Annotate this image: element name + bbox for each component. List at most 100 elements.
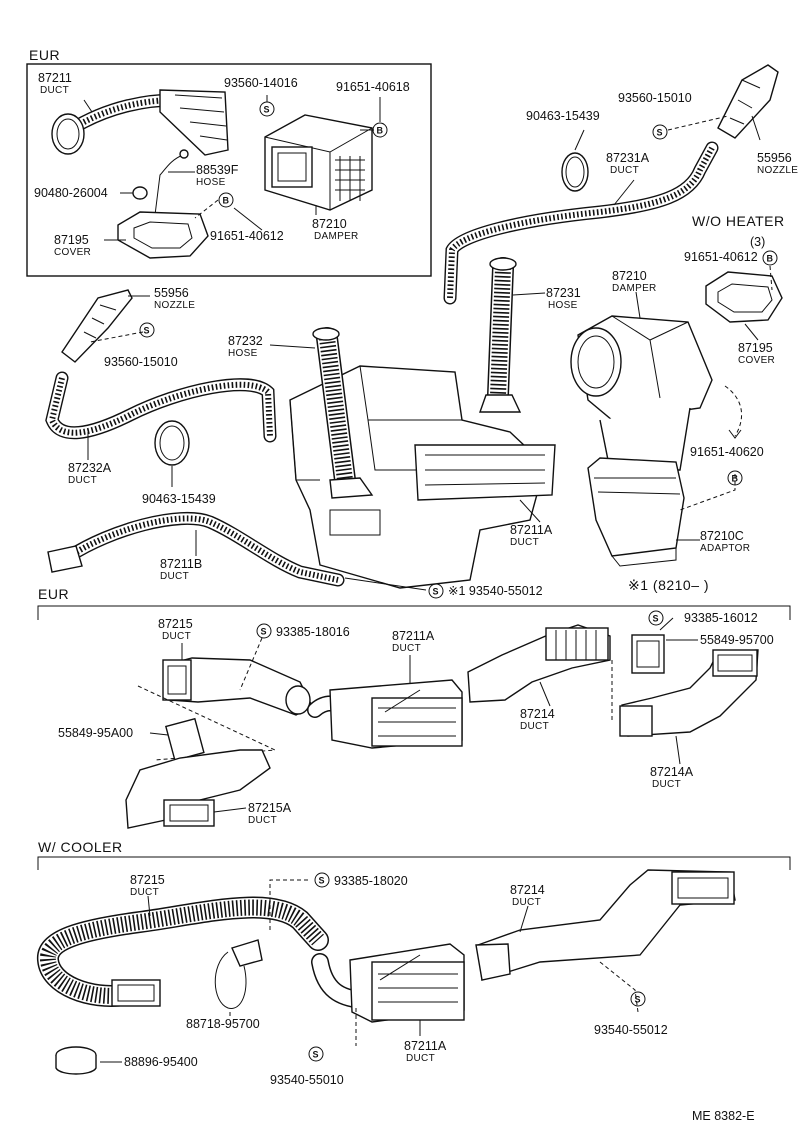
nozzle-left-ribs xyxy=(83,304,117,339)
svg-text:S: S xyxy=(264,105,270,115)
label-87215a: 87215A xyxy=(248,801,292,815)
label-87211b: 87211B xyxy=(160,557,202,571)
svg-text:S: S xyxy=(319,876,325,886)
leader-87215a xyxy=(213,807,247,813)
marker-s-93540-55012-top: S xyxy=(428,583,444,599)
label-55849-95a00: 55849-95A00 xyxy=(58,726,133,740)
svg-text:S: S xyxy=(261,627,267,637)
label-87214-cool-name: DUCT xyxy=(512,897,541,908)
label-87215-mid: 87215 xyxy=(158,617,193,631)
duct-87215a-drawing xyxy=(125,749,271,829)
label-87232: 87232 xyxy=(228,334,263,348)
dash-93560-15010-top xyxy=(667,115,729,131)
leader-87211a-top xyxy=(519,499,541,523)
duct-87214-cool-drawing xyxy=(475,869,736,981)
label-87211b-name: DUCT xyxy=(160,571,189,582)
label-87211a-cool-name: DUCT xyxy=(406,1053,435,1064)
label-87211a-mid: 87211A xyxy=(392,629,435,643)
hose-87231-drawing xyxy=(479,257,522,413)
marker-b-91651-40618: B xyxy=(372,122,388,138)
eur-mid-bracket xyxy=(37,605,791,620)
label-90480: 90480-26004 xyxy=(34,186,108,200)
label-88896: 88896-95400 xyxy=(124,1055,198,1069)
marker-s-93560-15010-left: S xyxy=(139,322,155,338)
label-55956-top: 55956 xyxy=(757,151,792,165)
grille-55849-95a00-drawing xyxy=(164,717,205,762)
footer-code: ME 8382-E xyxy=(692,1109,755,1123)
marker-s-93540-55012-cool: S xyxy=(630,991,646,1007)
label-87211a-cool: 87211A xyxy=(404,1039,447,1053)
leader-87214-mid xyxy=(539,681,551,707)
section-w-cooler: W/ COOLER xyxy=(38,839,123,855)
leader-87214a xyxy=(675,735,681,765)
label-93540-55012-cool: 93540-55012 xyxy=(594,1023,668,1037)
label-87232-name: HOSE xyxy=(228,348,258,359)
label-90463-top: 90463-15439 xyxy=(526,109,600,123)
marker-b-91651-40612-wo: B xyxy=(762,250,778,266)
svg-text:S: S xyxy=(653,614,659,624)
nozzle-55956-top-drawing xyxy=(717,64,779,139)
label-91651-40618: 91651-40618 xyxy=(336,80,410,94)
svg-text:S: S xyxy=(144,326,150,336)
clamp-88718-tab xyxy=(231,939,263,967)
label-93560-14016: 93560-14016 xyxy=(224,76,298,90)
label-87215-mid-name: DUCT xyxy=(162,631,191,642)
cover-87195-wo-drawing xyxy=(705,271,783,323)
label-93560-15010-top: 93560-15010 xyxy=(618,91,692,105)
section-wo-heater: W/O HEATER xyxy=(692,213,785,229)
label-87214a: 87214A xyxy=(650,765,694,779)
duct-87215-mid-drawing xyxy=(162,657,313,716)
label-55849-95700: 55849-95700 xyxy=(700,633,774,647)
label-93560-15010-left: 93560-15010 xyxy=(104,355,178,369)
hose-87232-drawing xyxy=(312,327,374,499)
grommet-90480-drawing xyxy=(132,186,148,200)
label-87210c: 87210C xyxy=(700,529,744,543)
label-87232a: 87232A xyxy=(68,461,112,475)
svg-text:S: S xyxy=(657,128,663,138)
hose-end xyxy=(179,149,189,159)
arrow-91651-40620 xyxy=(724,385,743,437)
leader-87232 xyxy=(269,344,316,349)
nozzle-ribs xyxy=(729,79,761,125)
duct-87211b-drawing xyxy=(47,511,345,587)
label-87211a-mid-name: DUCT xyxy=(392,643,421,654)
leader-87210 xyxy=(635,291,641,319)
section-eur-top: EUR xyxy=(29,47,60,63)
svg-text:B: B xyxy=(732,474,739,484)
label-87210: 87210 xyxy=(612,269,647,283)
duct-87214-mid-drawing xyxy=(467,624,611,703)
damper-87210-eur-drawing xyxy=(264,114,373,211)
label-87195-eur: 87195 xyxy=(54,233,89,247)
leader-87231a xyxy=(613,179,635,206)
marker-b-91651-40612-eur: B xyxy=(218,192,234,208)
clamp-90463-left-drawing xyxy=(154,420,190,466)
w-cooler-bracket xyxy=(37,856,791,870)
leader-93385-16012 xyxy=(659,617,674,631)
label-55956-left: 55956 xyxy=(154,286,189,300)
leader-91651-40612-eur xyxy=(233,207,263,231)
label-87211-name: DUCT xyxy=(40,85,69,96)
duct-87232a-drawing xyxy=(45,371,277,443)
label-87215-cool: 87215 xyxy=(130,873,165,887)
label-87215-cool-name: DUCT xyxy=(130,887,159,898)
label-88539f: 88539F xyxy=(196,163,239,177)
label-87210c-name: ADAPTOR xyxy=(700,543,750,554)
label-87195-eur-name: COVER xyxy=(54,247,91,258)
heater-unit-drawing xyxy=(289,365,556,589)
label-87214a-name: DUCT xyxy=(652,779,681,790)
label-55956-left-name: NOZZLE xyxy=(154,300,195,311)
marker-b-91651-40620: B xyxy=(727,470,743,486)
marker-s-93385-18020: S xyxy=(314,872,330,888)
label-91651-40620: 91651-40620 xyxy=(690,445,764,459)
label-87211a-top: 87211A xyxy=(510,523,553,537)
leader-93540-55012-top xyxy=(344,577,427,591)
svg-text:S: S xyxy=(313,1050,319,1060)
label-87210-name: DAMPER xyxy=(612,283,657,294)
label-91651-40612-wo: 91651-40612 xyxy=(684,250,758,264)
label-87195-wo: 87195 xyxy=(738,341,773,355)
cap-88896-body xyxy=(55,1055,97,1075)
label-93385-18016: 93385-18016 xyxy=(276,625,350,639)
marker-s-93560-14016: S xyxy=(259,101,275,117)
label-88539f-name: HOSE xyxy=(196,177,226,188)
